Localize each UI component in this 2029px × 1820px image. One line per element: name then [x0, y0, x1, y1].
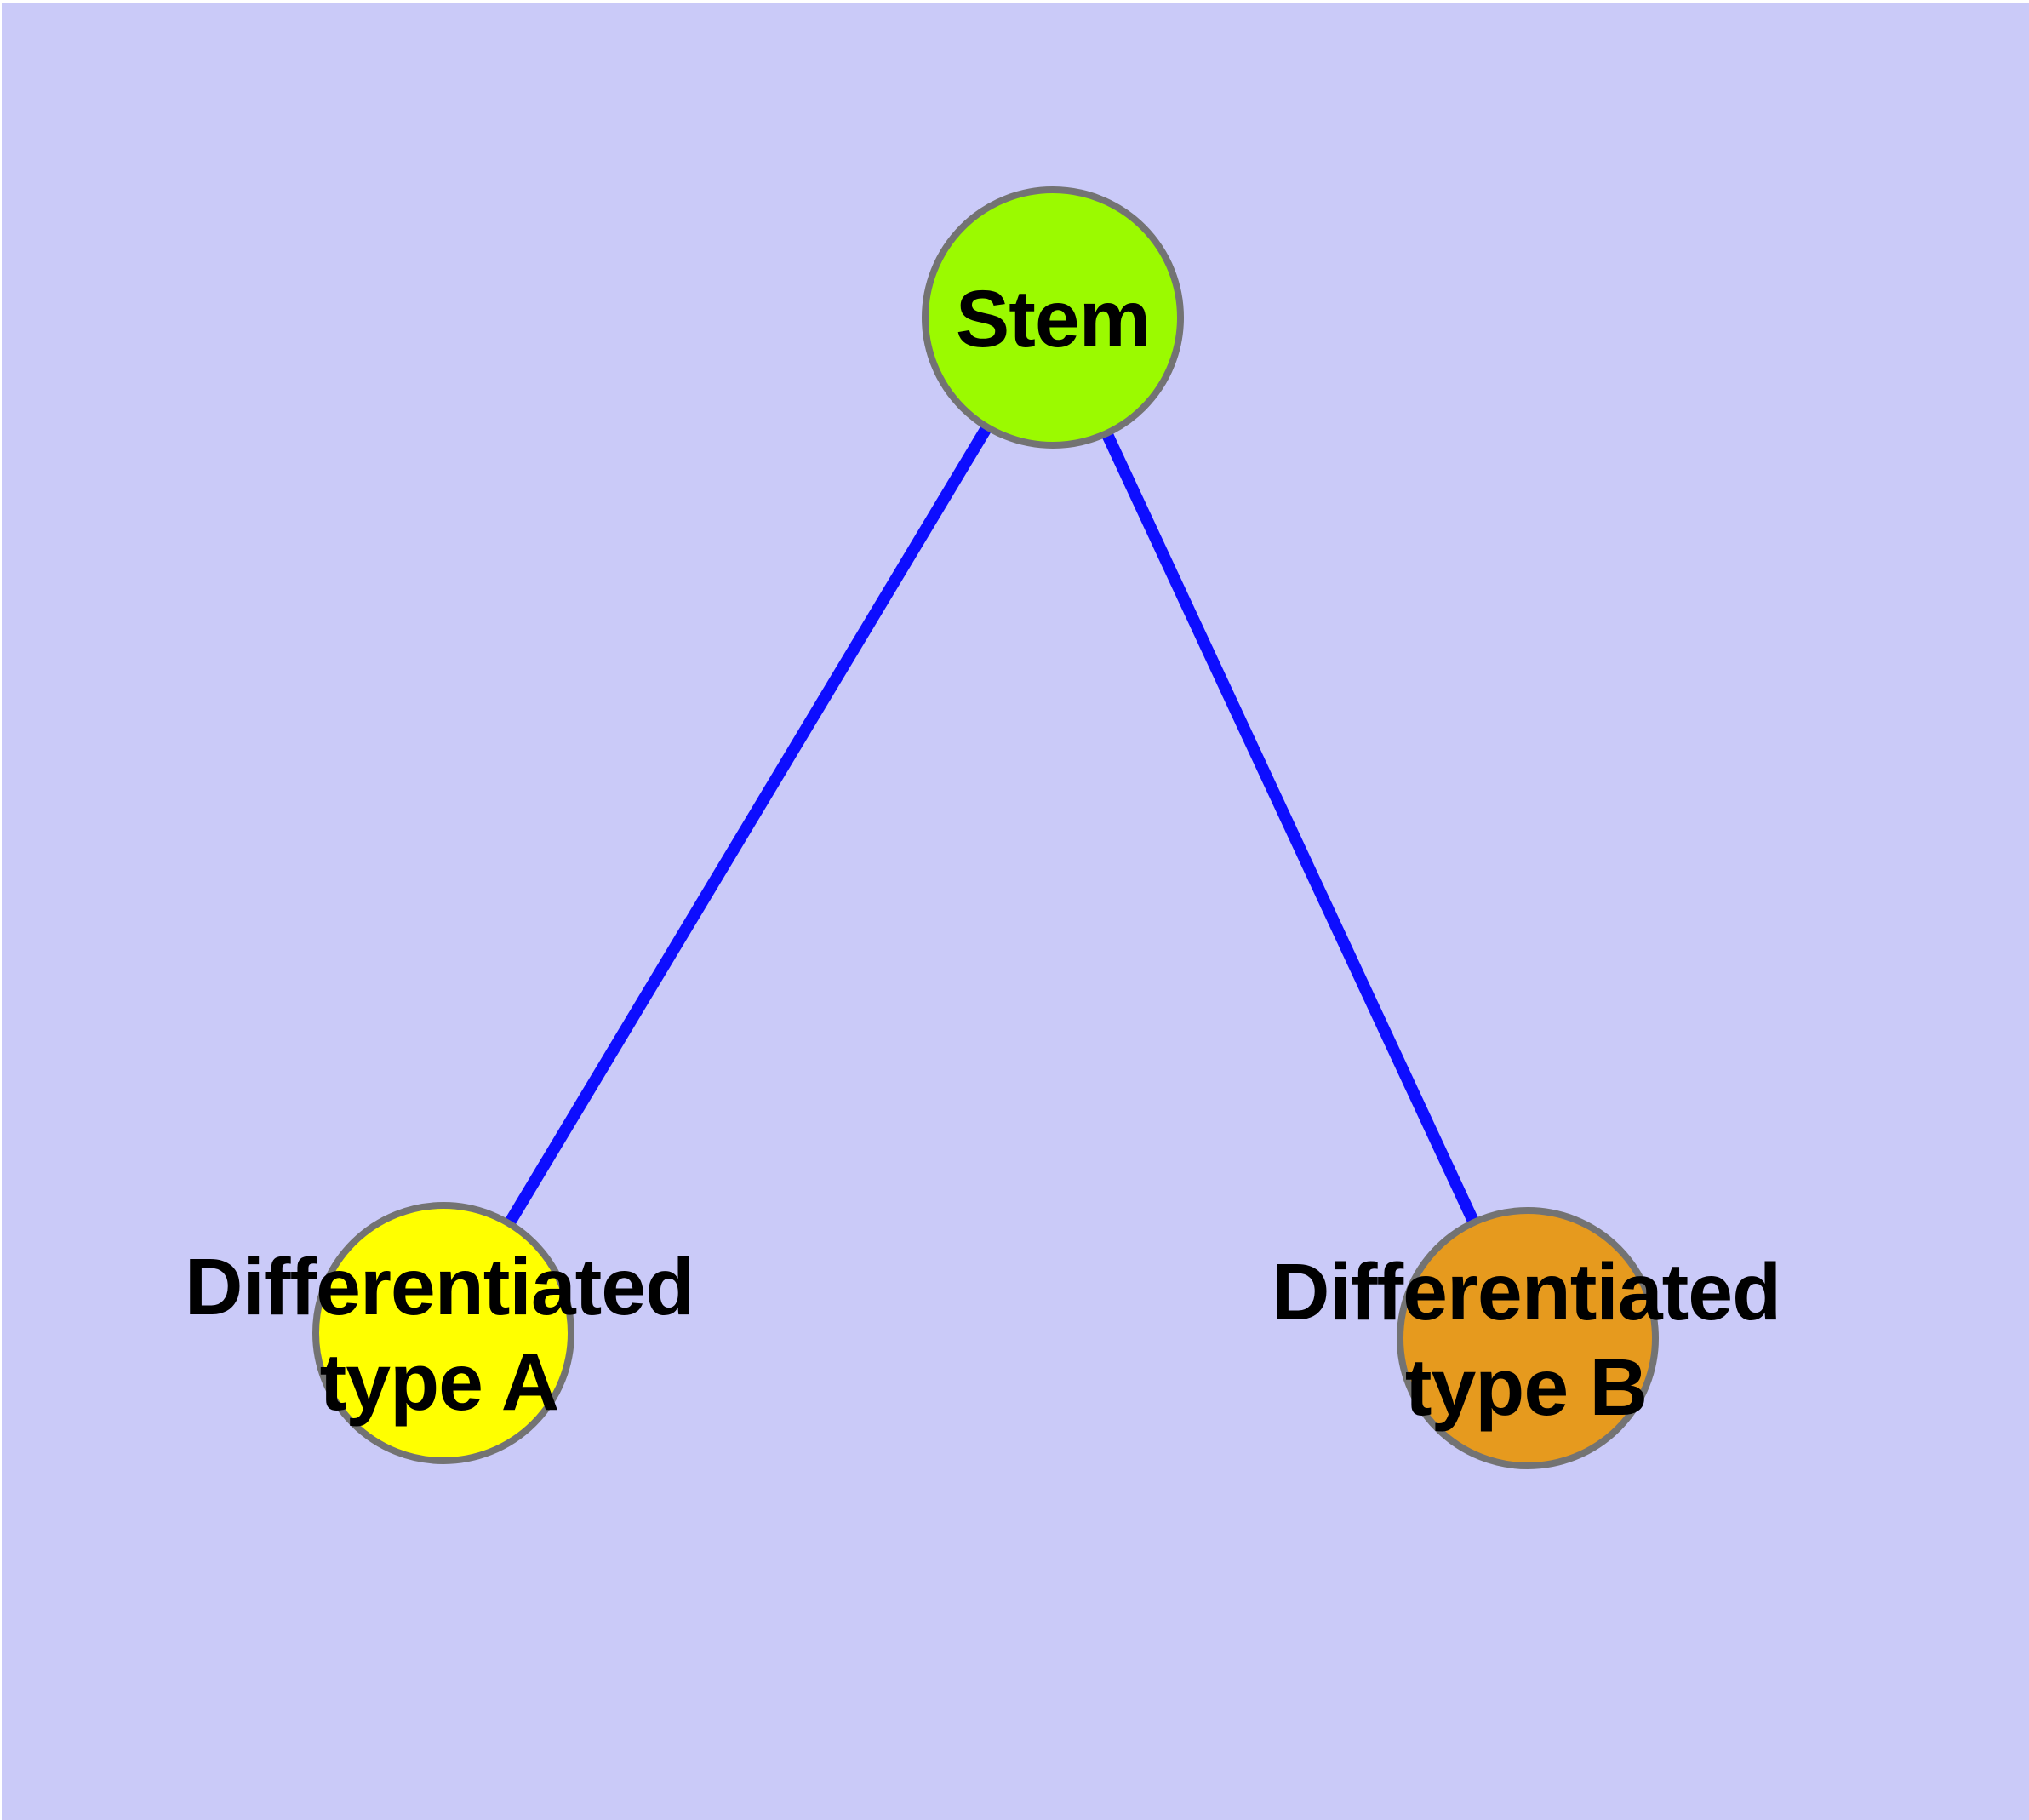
node-type-a-label-line1: Differentiated — [184, 1242, 694, 1332]
node-type-b-label: Differentiated type B — [1271, 1245, 1781, 1435]
node-stem — [922, 186, 1184, 449]
edge-stem-to-type-a — [437, 314, 1059, 1336]
node-type-a-label-line2: type A — [319, 1337, 560, 1428]
node-stem-label: Stem — [955, 274, 1151, 364]
node-differentiated-type-a — [312, 1202, 574, 1464]
node-differentiated-type-b — [1397, 1207, 1659, 1469]
edge-stem-to-type-b — [1047, 315, 1534, 1341]
node-type-a-label: Differentiated type A — [185, 1239, 694, 1430]
node-type-b-label-line2: type B — [1404, 1342, 1648, 1433]
node-type-b-label-line1: Differentiated — [1271, 1247, 1781, 1337]
